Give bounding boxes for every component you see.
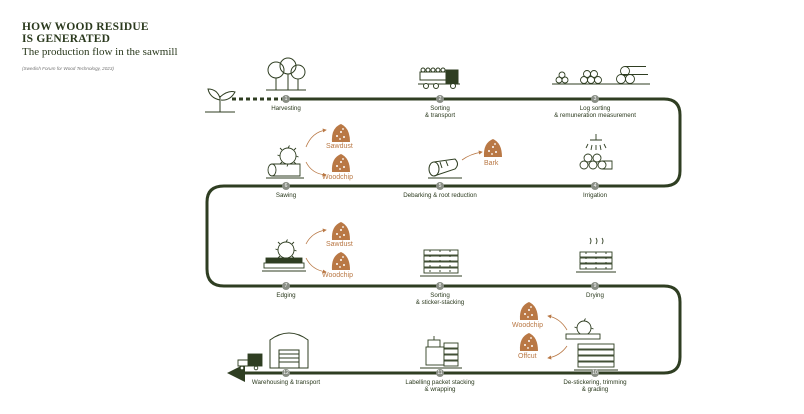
sawdust-pile-icon bbox=[331, 124, 350, 142]
residue-label-bark: Bark bbox=[484, 160, 499, 167]
step-badge-1: 1 bbox=[282, 95, 290, 103]
step-badge-4: 4 bbox=[591, 182, 599, 190]
arrow-debark-bark bbox=[461, 150, 483, 161]
title-line-2: IS GENERATED bbox=[22, 33, 111, 45]
residue-label-sawdust: Sawdust bbox=[326, 143, 353, 150]
drying-kiln-icon bbox=[576, 237, 616, 273]
step-label-1: Harvesting bbox=[271, 105, 301, 112]
step-badge-6: 6 bbox=[282, 182, 290, 190]
step-badge-9: 9 bbox=[591, 282, 599, 290]
arrow-sawing-woodchip bbox=[305, 161, 327, 177]
step-label-10: De-stickering, trimming & grading bbox=[563, 379, 627, 394]
trimmer-icon bbox=[565, 318, 618, 371]
flow-path bbox=[205, 97, 682, 382]
step-badge-12: 12 bbox=[282, 369, 290, 377]
lumber-stack-icon bbox=[420, 249, 462, 277]
woodchip-pile-icon bbox=[331, 154, 350, 172]
timber-truck-icon bbox=[418, 67, 460, 89]
woodchip-pile-icon bbox=[519, 302, 538, 320]
debarker-icon bbox=[428, 158, 462, 179]
forest-icon bbox=[266, 57, 306, 91]
step-label-9: Drying bbox=[586, 292, 604, 299]
residue-label-sawdust: Sawdust bbox=[326, 241, 353, 248]
step-badge-11: 11 bbox=[436, 369, 444, 377]
edger-icon bbox=[262, 239, 306, 272]
step-badge-8: 8 bbox=[436, 282, 444, 290]
saw-log-icon bbox=[266, 145, 304, 179]
log-piles-icon bbox=[552, 66, 650, 85]
step-label-3: Log sorting & remuneration measurement bbox=[554, 105, 636, 120]
step-label-12: Warehousing & transport bbox=[251, 379, 321, 386]
arrow-edging-sawdust bbox=[305, 228, 327, 245]
step-label-11: Labelling packet stacking & wrapping bbox=[405, 379, 475, 394]
arrow-edging-woodchip bbox=[305, 257, 327, 274]
sprinkler-icon bbox=[579, 134, 613, 170]
step-badge-3: 3 bbox=[591, 95, 599, 103]
residue-label-woodchip: Woodchip bbox=[512, 322, 544, 329]
step-label-2: Sorting & transport bbox=[424, 105, 456, 120]
sawdust-pile-icon bbox=[331, 222, 350, 240]
delivery-truck-icon bbox=[237, 353, 263, 371]
source-note: (Swedish Forum for Wood Technology, 2023… bbox=[22, 66, 114, 71]
step-label-4: Irrigation bbox=[582, 192, 608, 199]
step-badge-7: 7 bbox=[282, 282, 290, 290]
offcut-pile-icon bbox=[519, 333, 538, 351]
step-label-7: Edging bbox=[276, 292, 296, 299]
warehouse-icon bbox=[269, 332, 309, 369]
sapling-icon bbox=[205, 88, 236, 113]
wrapped-packet-icon bbox=[420, 336, 462, 369]
step-label-8: Sorting & sticker-stacking bbox=[415, 292, 465, 307]
residue-label-woodchip: Woodchip bbox=[322, 174, 354, 181]
step-label-6: Sawing bbox=[275, 192, 297, 199]
arrow-trim-woodchip bbox=[547, 314, 568, 331]
title-line-1: HOW WOOD RESIDUE bbox=[22, 21, 149, 33]
subtitle: The production flow in the sawmill bbox=[22, 46, 178, 58]
arrow-sawing-sawdust bbox=[305, 128, 327, 148]
step-badge-10: 10 bbox=[591, 369, 599, 377]
bark-pile-icon bbox=[483, 139, 502, 157]
step-badge-5: 5 bbox=[436, 182, 444, 190]
arrow-trim-offcut bbox=[547, 345, 568, 360]
step-label-5: Debarking & root reduction bbox=[403, 192, 477, 199]
residue-label-offcut: Offcut bbox=[518, 353, 537, 360]
woodchip-pile-icon bbox=[331, 252, 350, 270]
residue-label-woodchip: Woodchip bbox=[322, 272, 354, 279]
step-badge-2: 2 bbox=[436, 95, 444, 103]
